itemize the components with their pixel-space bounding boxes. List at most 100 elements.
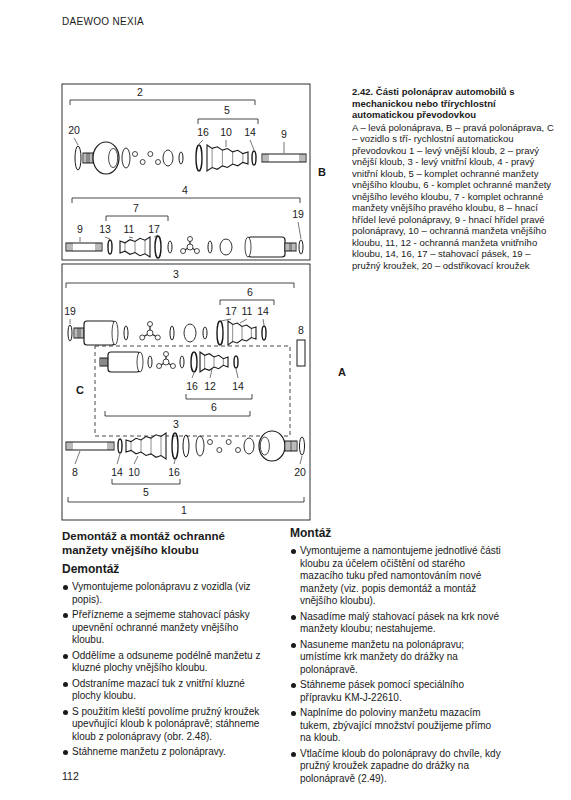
snap-ring bbox=[183, 435, 189, 457]
callout-number: 17 bbox=[225, 305, 237, 317]
tripod-roller bbox=[164, 352, 169, 357]
dimension-bracket bbox=[66, 283, 67, 288]
dimension-bracket bbox=[72, 198, 300, 199]
spline-stroke bbox=[295, 441, 296, 451]
boot-fold bbox=[131, 442, 132, 451]
housing-opening bbox=[137, 352, 143, 372]
spline-stroke bbox=[72, 243, 73, 251]
spline-stroke bbox=[72, 442, 73, 450]
tripod-roller bbox=[194, 249, 199, 254]
boot-fold bbox=[242, 154, 243, 163]
callout-number: 16 bbox=[168, 466, 180, 478]
spline-stroke bbox=[304, 154, 305, 162]
callout-number: 20 bbox=[294, 466, 306, 478]
joint-ball bbox=[217, 448, 222, 453]
clamp-band bbox=[172, 433, 178, 459]
inner-race bbox=[244, 438, 254, 454]
callout-number: 16 bbox=[197, 126, 209, 138]
callout-number: 17 bbox=[148, 223, 160, 235]
callout-number: 11 bbox=[242, 305, 253, 317]
snap-ring bbox=[168, 241, 172, 253]
leader-line bbox=[174, 460, 176, 464]
bullet-dot bbox=[63, 682, 68, 687]
leader-line bbox=[129, 237, 133, 238]
view-letter: C bbox=[76, 384, 84, 396]
callout-number: 16 bbox=[186, 380, 198, 392]
dimension-bracket bbox=[70, 100, 255, 101]
protective-boot bbox=[126, 433, 166, 459]
callout-number: 4 bbox=[182, 184, 188, 196]
bullet-text: Oddělíme a odsuneme podélně manžetu z kl… bbox=[72, 650, 267, 675]
leader-line bbox=[250, 140, 254, 150]
drive-shaft bbox=[66, 243, 102, 251]
spline-stroke bbox=[287, 441, 288, 451]
snap-ring bbox=[299, 240, 303, 254]
snap-ring bbox=[203, 327, 207, 339]
snap-ring bbox=[148, 356, 152, 368]
leader-line bbox=[80, 237, 81, 242]
dimension-bracket bbox=[72, 198, 73, 203]
spline-stroke bbox=[78, 328, 79, 338]
clamp-band bbox=[217, 321, 223, 345]
dimension-bracket bbox=[274, 300, 275, 305]
leader-line bbox=[75, 451, 80, 464]
boot-fold bbox=[232, 152, 233, 164]
callout-number: 13 bbox=[99, 223, 111, 235]
tripod-housing bbox=[248, 237, 285, 257]
leader-line bbox=[70, 319, 71, 324]
dimension-bracket bbox=[198, 119, 258, 120]
callout-number: 14 bbox=[111, 466, 123, 478]
bullet-dot bbox=[291, 683, 296, 688]
leader-line bbox=[284, 142, 285, 153]
spline-stroke bbox=[80, 328, 81, 338]
spline-stroke bbox=[98, 243, 99, 251]
snap-ring bbox=[179, 152, 183, 164]
callout-number: 12 bbox=[204, 380, 216, 392]
callout-number: 14 bbox=[257, 305, 269, 317]
leader-line bbox=[236, 369, 238, 378]
snap-ring bbox=[124, 326, 128, 340]
leader-line bbox=[263, 319, 265, 325]
drive-shaft bbox=[262, 154, 306, 162]
spline-stroke bbox=[70, 442, 71, 450]
spline-stroke bbox=[264, 154, 265, 162]
bullet-text: Stáhneme pásek pomocí speciálního přípra… bbox=[300, 679, 502, 704]
spline-stroke bbox=[266, 154, 267, 162]
spline-stroke bbox=[291, 441, 292, 451]
housing-opening bbox=[109, 148, 118, 167]
protective-boot bbox=[207, 145, 248, 171]
outer-joint-housing bbox=[93, 142, 119, 174]
housing-opening bbox=[112, 321, 118, 345]
callout-number: 19 bbox=[64, 305, 76, 317]
page-number: 112 bbox=[62, 770, 79, 782]
view-letter: B bbox=[318, 166, 326, 178]
callout-number: 6 bbox=[247, 286, 253, 298]
clamp-band bbox=[196, 145, 202, 171]
spline-stroke bbox=[102, 358, 103, 366]
snap-ring bbox=[300, 437, 305, 455]
snap-ring bbox=[68, 325, 72, 341]
boot-fold bbox=[223, 359, 224, 366]
callout-number: 10 bbox=[220, 126, 232, 138]
callout-number: 20 bbox=[68, 124, 80, 136]
clamp-band bbox=[234, 356, 238, 368]
joint-ball bbox=[140, 160, 145, 165]
joint-cage bbox=[196, 436, 204, 456]
outer-joint-housing bbox=[259, 431, 285, 461]
clamp-band bbox=[108, 240, 112, 254]
housing-opening bbox=[260, 437, 269, 455]
bullet-dot bbox=[291, 752, 296, 757]
clamp-band bbox=[252, 151, 256, 165]
leader-line bbox=[105, 237, 110, 239]
dimension-bracket bbox=[105, 411, 106, 416]
dimension-bracket bbox=[68, 502, 304, 503]
joint-stub-shaft bbox=[100, 358, 108, 366]
spline-stroke bbox=[106, 358, 107, 366]
boot-fold bbox=[222, 150, 223, 166]
spline-stroke bbox=[290, 243, 291, 251]
leader-line bbox=[221, 319, 231, 321]
spline-stroke bbox=[68, 442, 69, 450]
dimension-bracket bbox=[168, 216, 169, 221]
leader-line bbox=[192, 373, 194, 378]
callout-number: 3 bbox=[173, 418, 179, 430]
